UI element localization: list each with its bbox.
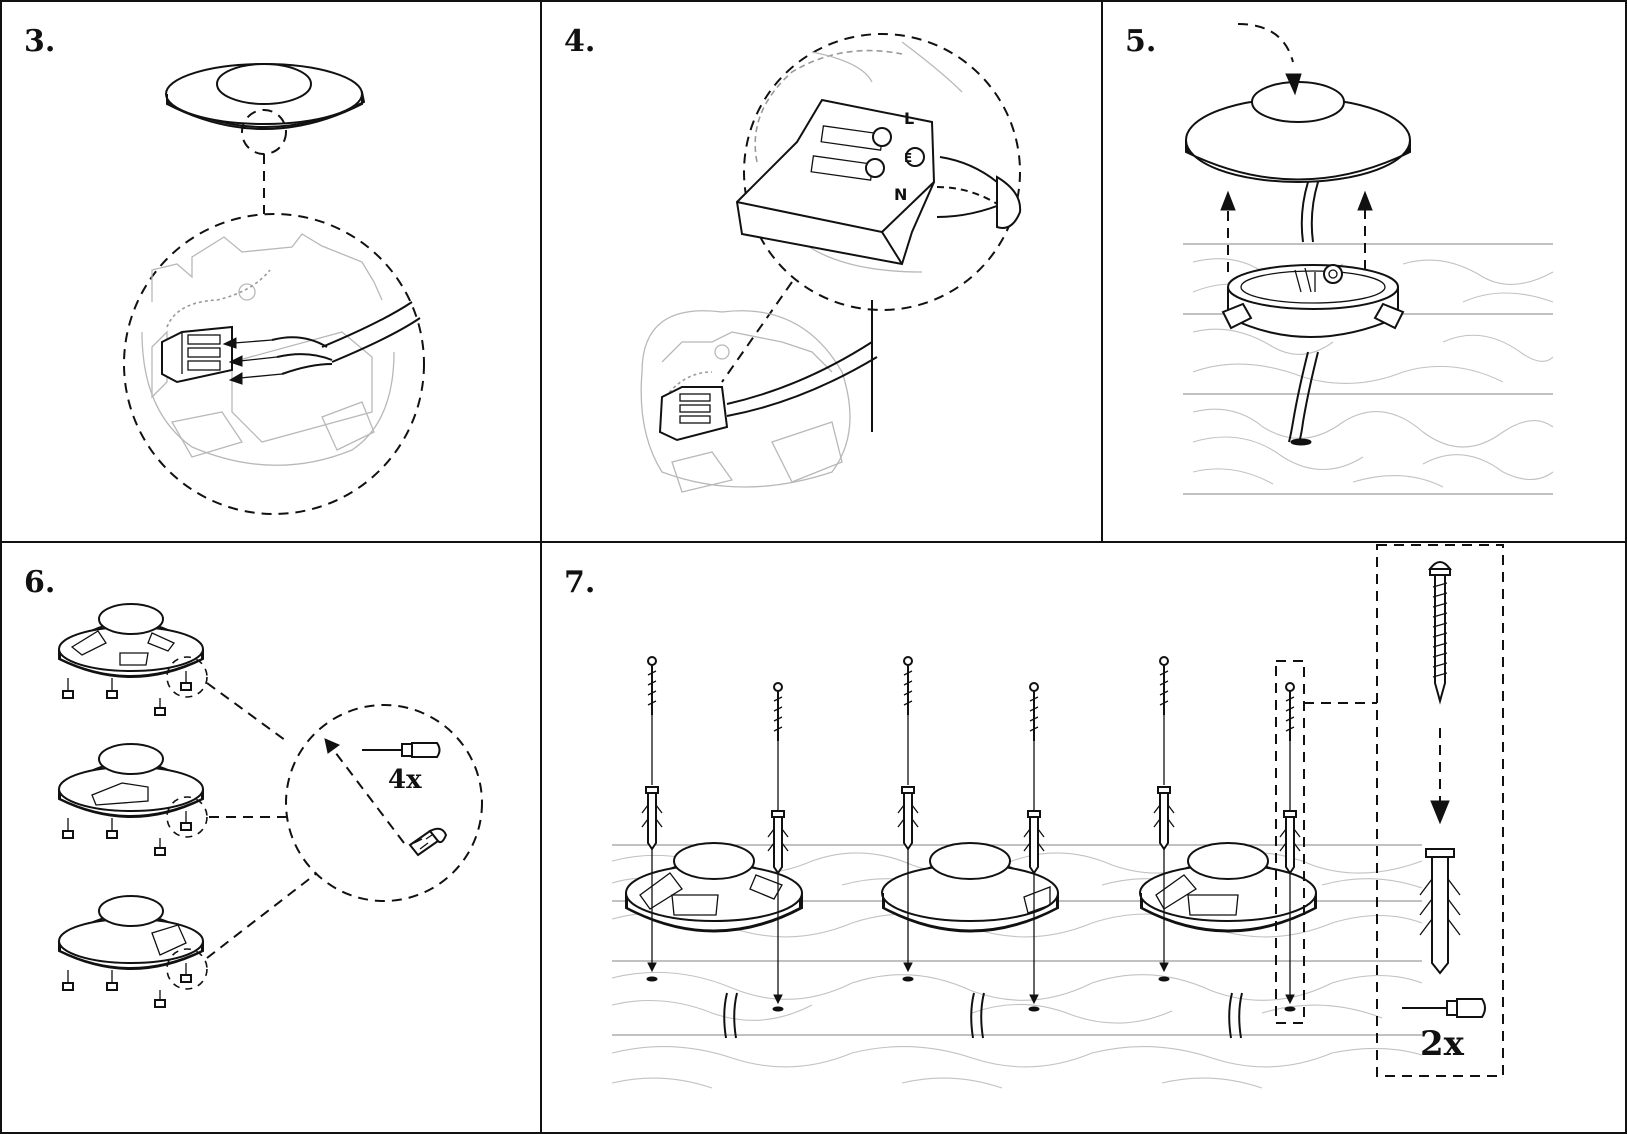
step-number: 4. (564, 24, 595, 59)
screw-quantity: 2x (1420, 1024, 1464, 1064)
magnifier-circle-icon (286, 705, 482, 901)
terminal-label-bottom: N (894, 185, 907, 204)
step-5-panel: 5. (1101, 0, 1627, 543)
step-4-illustration: L E N (542, 2, 1103, 543)
arrow-icon (1431, 728, 1449, 823)
cable-icon (727, 300, 877, 432)
cover-disc-icon (1186, 82, 1410, 182)
screw-column (1280, 683, 1300, 1011)
cable-icon (272, 302, 420, 374)
step-3-panel: 3. (0, 0, 542, 543)
step-number: 6. (24, 565, 55, 600)
screw-quantity: 4x (388, 765, 422, 795)
step-7-panel: 7. (540, 541, 1627, 1134)
screwdriver-icon (1402, 999, 1485, 1017)
screw-column (768, 683, 788, 1011)
step-4-panel: 4. L E N (540, 0, 1103, 543)
screw-icon (1430, 562, 1450, 701)
step-number: 5. (1125, 24, 1156, 59)
screw-column (898, 657, 918, 981)
ground-light-icon (59, 896, 203, 969)
step-6-illustration (2, 543, 542, 1134)
terminal-label-middle: E (904, 151, 912, 165)
ground-light-icon (59, 744, 203, 817)
screw-icon (410, 829, 446, 855)
cover-disc-icon (166, 64, 364, 129)
terminal-block-icon (162, 327, 232, 382)
step-6-panel: 6. (0, 541, 542, 1134)
screw-column (1024, 683, 1044, 1011)
cable-icon (937, 157, 1020, 228)
screw-column (642, 657, 662, 981)
step-number: 7. (564, 565, 595, 600)
arrow-icon (224, 338, 282, 384)
step-7-illustration (542, 543, 1627, 1134)
terminal-block-icon (660, 387, 727, 440)
wall-plug-icon (1420, 849, 1460, 973)
step-3-illustration (2, 2, 542, 543)
screwdriver-icon (362, 743, 440, 757)
junction-box-icon (1223, 265, 1403, 337)
step-5-illustration (1103, 2, 1627, 543)
terminal-label-top: L (904, 109, 914, 128)
ground-light-icon (59, 604, 203, 677)
screw-column (1154, 657, 1174, 981)
step-number: 3. (24, 24, 55, 59)
terminal-block-icon: L E N (737, 42, 962, 272)
